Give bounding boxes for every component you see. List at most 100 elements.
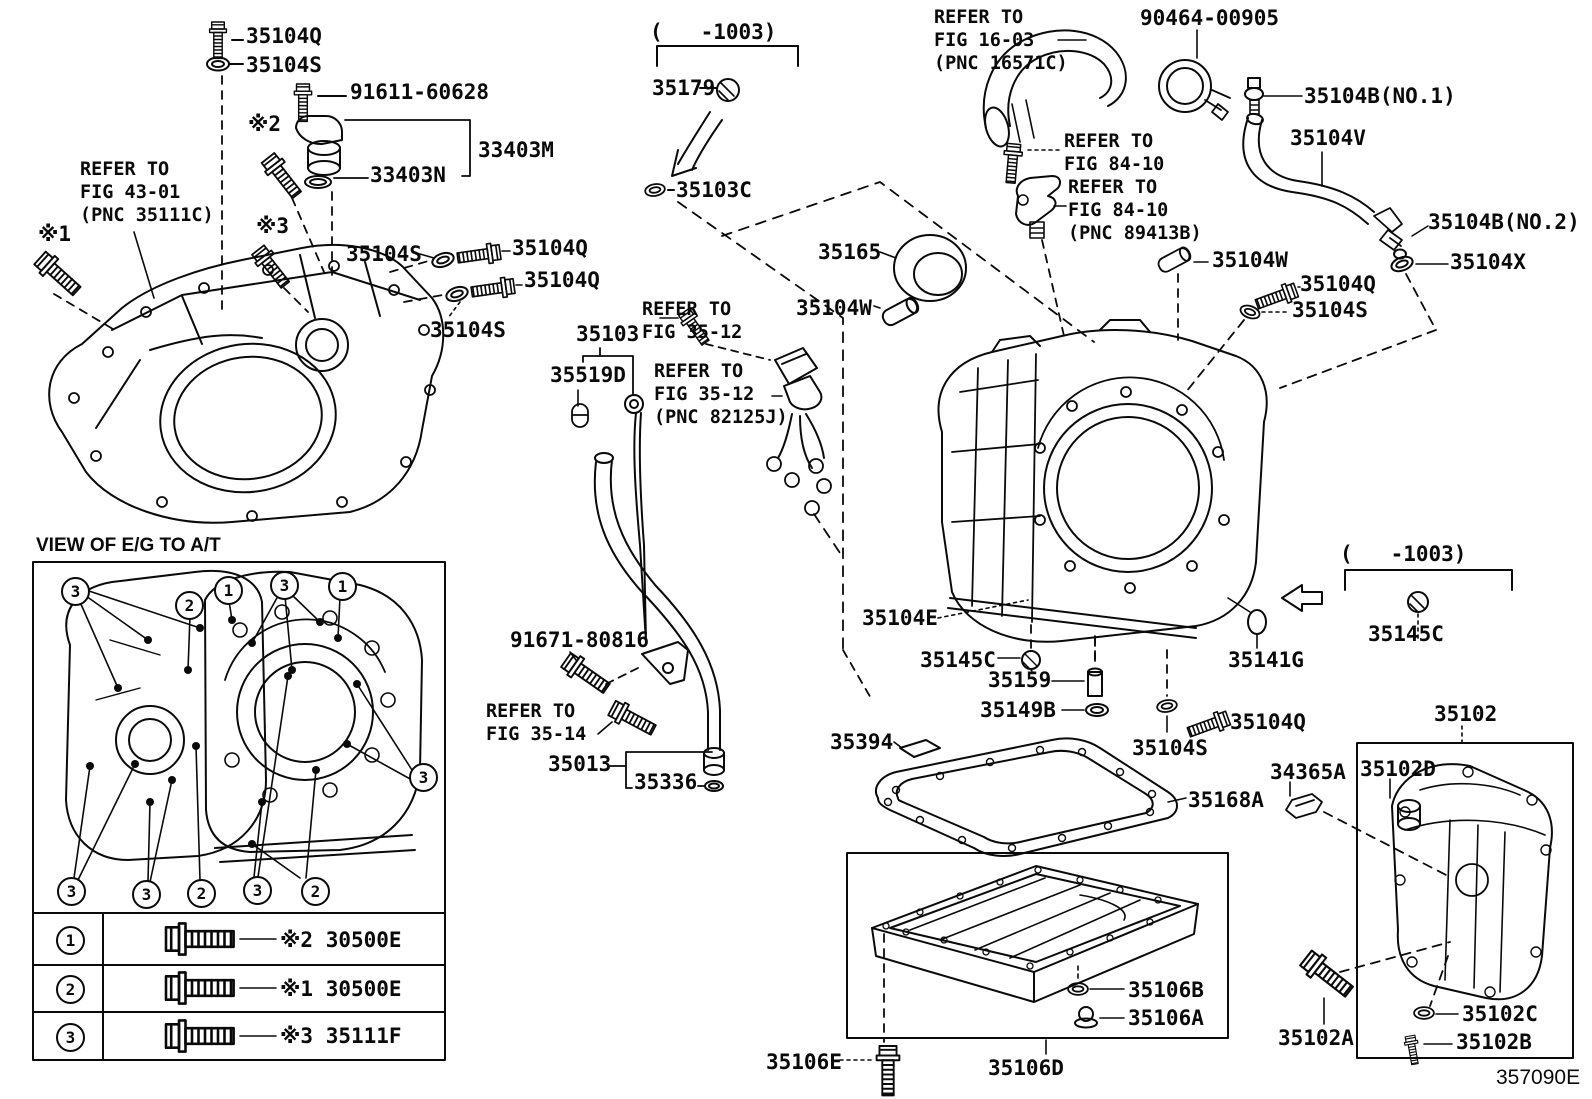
speed-sensor-drawing xyxy=(1000,142,1067,337)
part-label-90464-00905: 90464-00905 xyxy=(1140,6,1280,30)
part-label-35104s-3: 35104S xyxy=(430,318,506,342)
part-label-33403m: 33403M xyxy=(478,138,554,162)
right-callout-group xyxy=(1227,569,1513,649)
refer-note-fig43-01: REFER TO FIG 43-01 (PNC 35111C) xyxy=(80,159,214,226)
part-label-35106d: 35106D xyxy=(988,1056,1064,1080)
legend-row-label: ※3 35111F xyxy=(280,1024,402,1048)
part-label-35104b-no2: 35104B(NO.2) xyxy=(1428,210,1580,234)
part-label-35104s-4: 35104S xyxy=(1292,298,1368,322)
part-label-35104q-1: 35104Q xyxy=(246,24,322,48)
transaxle-housing-drawing xyxy=(48,243,445,524)
part-label-35104x: 35104X xyxy=(1450,250,1526,274)
part-label-35104s-2: 35104S xyxy=(346,242,422,266)
part-label-35104s-5: 35104S xyxy=(1132,736,1208,760)
callout-circle: 1 xyxy=(328,572,357,601)
part-label-35149b: 35149B xyxy=(980,698,1056,722)
part-label-35103: 35103 xyxy=(576,322,640,346)
union-bolt-pairs xyxy=(419,241,523,319)
date-range-note-2: ( -1003) xyxy=(1340,542,1467,566)
legend-row-label: ※2 30500E xyxy=(280,928,402,952)
part-label-35104w-1: 35104W xyxy=(796,296,872,320)
callout-circle: 3 xyxy=(132,880,161,909)
part-label-35159: 35159 xyxy=(988,668,1052,692)
oil-seal-and-pins xyxy=(873,234,1301,393)
hose-and-cooler-tube-drawing xyxy=(982,29,1449,389)
transmission-plug-35179 xyxy=(643,45,799,199)
part-label-35141g: 35141G xyxy=(1228,648,1304,672)
part-label-35103c: 35103C xyxy=(676,178,752,202)
part-label-35104w-2: 35104W xyxy=(1212,248,1288,272)
breather-plug-parts xyxy=(31,21,471,301)
part-label-35104q-3: 35104Q xyxy=(524,268,600,292)
part-label-35102a: 35102A xyxy=(1278,1026,1354,1050)
callout-circle: 1 xyxy=(214,576,243,605)
part-label-35104q-2: 35104Q xyxy=(512,236,588,260)
refer-note-fig35-12-a: REFER TO FIG 35-12 xyxy=(642,299,743,343)
part-label-35102d: 35102D xyxy=(1360,757,1436,781)
legend-row-number: 1 xyxy=(56,926,85,955)
part-label-35104v: 35104V xyxy=(1290,126,1366,150)
note-mark-2: ※2 xyxy=(248,112,282,136)
part-label-35519d: 35519D xyxy=(550,363,626,387)
callout-circle: 2 xyxy=(187,879,216,908)
refer-note-fig16-03: REFER TO FIG 16-03 (PNC 16571C) xyxy=(934,7,1068,74)
part-label-35104b-no1: 35104B(NO.1) xyxy=(1304,84,1456,108)
part-label-35145c-2: 35145C xyxy=(1368,622,1444,646)
case-pan-dashed-links xyxy=(842,635,1096,701)
callout-circle: 2 xyxy=(301,877,330,906)
part-label-35104s-1: 35104S xyxy=(246,53,322,77)
case-cover-box-drawing xyxy=(1285,725,1574,1066)
eg-to-at-view-drawing xyxy=(32,561,446,914)
part-label-35102b: 35102B xyxy=(1456,1030,1532,1054)
part-label-35394: 35394 xyxy=(830,730,894,754)
callout-circle: 3 xyxy=(243,876,272,905)
part-label-35104q-4: 35104Q xyxy=(1300,272,1376,296)
part-label-35179: 35179 xyxy=(652,76,716,100)
oil-pan-gasket-drawing xyxy=(875,737,1187,857)
oil-pan-box-drawing xyxy=(839,852,1229,1097)
view-title: VIEW OF E/G TO A/T xyxy=(36,535,221,556)
callout-circle: 3 xyxy=(61,577,90,606)
legend-table-drawing xyxy=(32,912,446,1061)
part-label-35106a: 35106A xyxy=(1128,1006,1204,1030)
legend-row-number: 3 xyxy=(56,1023,85,1052)
date-range-note-1: ( -1003) xyxy=(650,20,777,44)
part-label-91671-80816: 91671-80816 xyxy=(510,628,650,652)
view-callout-leaders xyxy=(73,589,413,883)
part-label-91611-60628: 91611-60628 xyxy=(350,80,490,104)
note-mark-3: ※3 xyxy=(256,214,290,238)
view-callout-dots xyxy=(86,616,361,848)
part-label-35104e: 35104E xyxy=(862,606,938,630)
case-underside-parts xyxy=(893,599,1233,758)
filler-tube-drawing xyxy=(558,452,725,792)
note-mark-1: ※1 xyxy=(38,222,72,246)
callout-circle: 3 xyxy=(409,763,438,792)
part-label-35336: 35336 xyxy=(634,770,698,794)
legend-row-number: 2 xyxy=(56,975,85,1004)
wire-harness-drawing xyxy=(659,306,832,516)
part-label-35102: 35102 xyxy=(1434,702,1498,726)
part-label-35104q-5: 35104Q xyxy=(1230,710,1306,734)
callout-circle: 2 xyxy=(175,591,204,620)
part-label-35106b: 35106B xyxy=(1128,978,1204,1002)
part-label-35168a: 35168A xyxy=(1188,788,1264,812)
part-label-35106e: 35106E xyxy=(766,1050,842,1074)
legend-row-label: ※1 30500E xyxy=(280,977,402,1001)
refer-note-fig84-10-b: REFER TO FIG 84-10 (PNC 89413B) xyxy=(1068,177,1202,244)
refer-note-fig35-14: REFER TO FIG 35-14 xyxy=(486,701,587,745)
assembly-dashed-boundary xyxy=(677,181,1095,651)
callout-circle: 3 xyxy=(57,877,86,906)
oil-level-gauge-drawing xyxy=(571,347,647,643)
part-label-34365a: 34365A xyxy=(1270,760,1346,784)
refer-note-fig84-10-a: REFER TO FIG 84-10 xyxy=(1064,131,1165,175)
transaxle-case-drawing xyxy=(937,319,1268,643)
refer-note-fig35-12-b: REFER TO FIG 35-12 (PNC 82125J) xyxy=(654,361,788,428)
callout-circle: 3 xyxy=(270,571,299,600)
part-label-35145c-1: 35145C xyxy=(920,648,996,672)
part-label-33403n: 33403N xyxy=(370,163,446,187)
construction-dashes-left xyxy=(53,75,449,333)
part-label-35165: 35165 xyxy=(818,240,882,264)
part-label-35013: 35013 xyxy=(548,752,612,776)
